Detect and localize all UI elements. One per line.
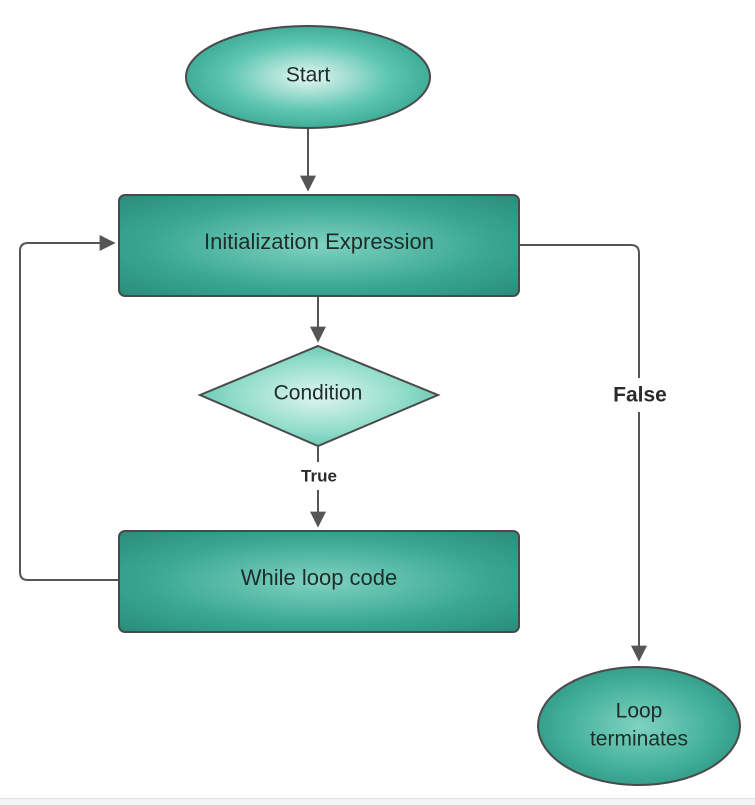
false-label: False [613,384,667,407]
edges [19,128,647,662]
end-label-line2: terminates [590,728,688,751]
start-label: Start [286,64,331,87]
body-label: While loop code [241,565,398,590]
body-node: While loop code [118,530,520,633]
condition-label: Condition [274,382,363,405]
end-node: Loop terminates [537,666,741,786]
start-node: Start [185,25,431,129]
condition-node: Condition [197,344,441,448]
end-label-line1: Loop [616,700,663,723]
bottom-strip [0,798,755,805]
edge-init-to-end-upper [519,244,640,378]
true-label: True [301,466,337,485]
edge-body-loop-back [19,235,118,581]
init-label: Initialization Expression [204,229,434,254]
init-node: Initialization Expression [118,194,520,297]
